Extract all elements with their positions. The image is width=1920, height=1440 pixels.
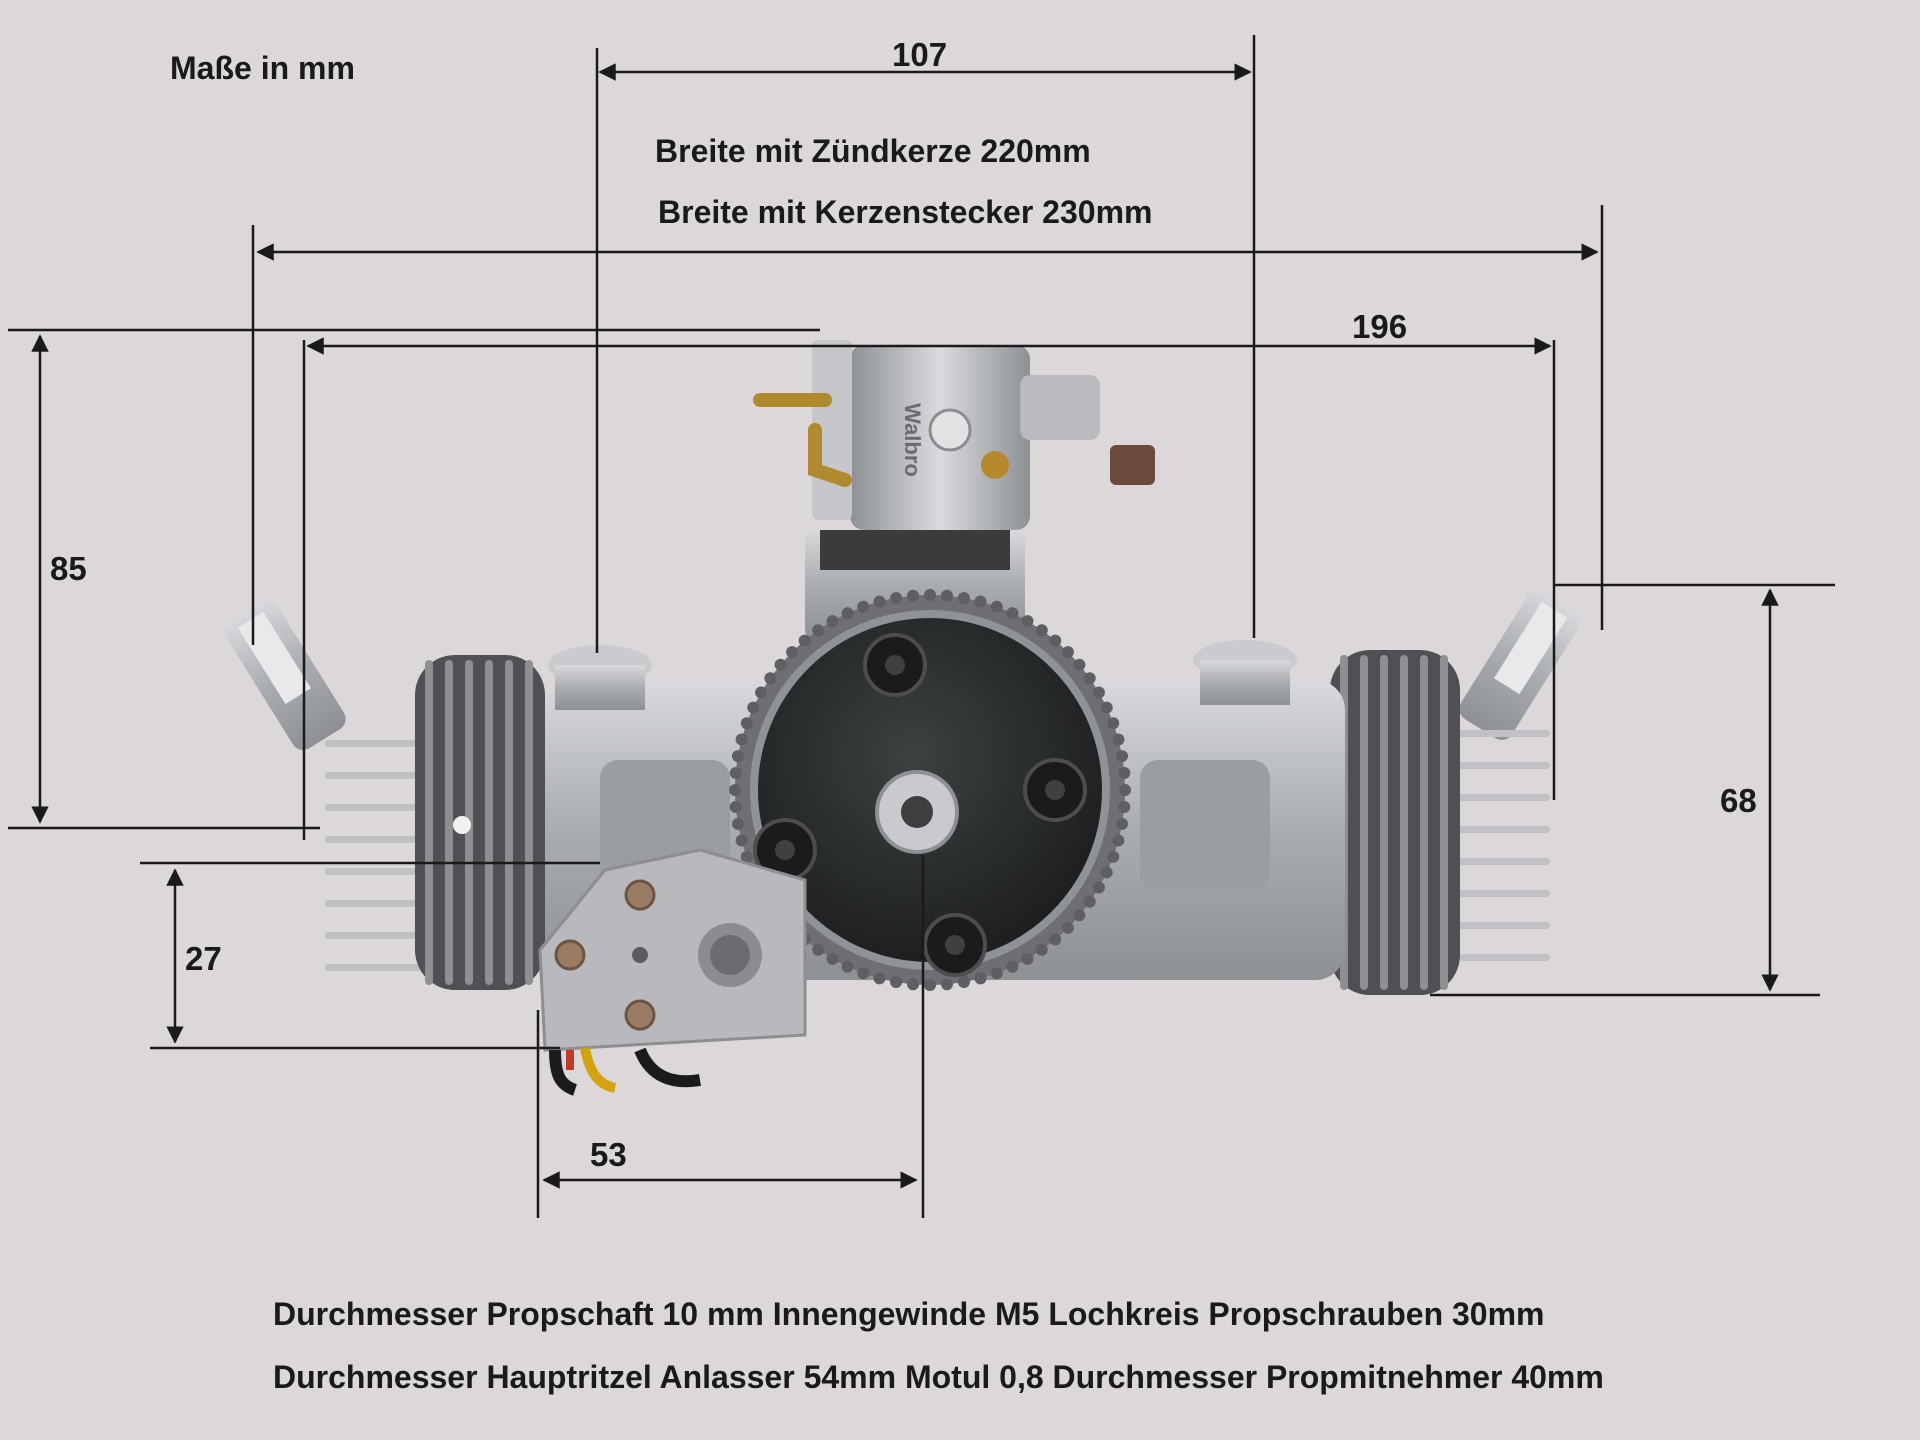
gear-tooth (747, 701, 760, 714)
right-cylinder-thin-fins (1440, 730, 1550, 961)
gear-tooth (1092, 686, 1105, 699)
gear-tooth (1021, 952, 1034, 965)
gear-tooth (1061, 921, 1074, 934)
gear-tooth (786, 646, 799, 659)
gear-tooth (729, 784, 741, 796)
left-cylinder-thin-fins (325, 740, 435, 971)
dimension-85: 85 (50, 550, 87, 587)
gear-tooth (990, 600, 1003, 613)
dimension-68: 68 (1720, 782, 1757, 819)
gear-tooth (924, 589, 936, 601)
gear-tooth (1049, 933, 1062, 946)
gear-tooth (990, 967, 1003, 980)
gear-tooth (957, 592, 970, 604)
gear-tooth (957, 976, 970, 988)
width-with-plug-cap: Breite mit Kerzenstecker 230mm (658, 194, 1153, 230)
engine-photo: Walbro (224, 340, 1581, 1096)
gear-tooth (1118, 767, 1131, 779)
gear-tooth (1083, 895, 1096, 908)
gear-tooth (890, 592, 903, 604)
gear-tooth (907, 978, 919, 991)
prop-hub-bolts (753, 633, 1087, 977)
spec-line-2: Durchmesser Hauptritzel Anlasser 54mm Mo… (273, 1359, 1604, 1395)
starter-bracket (538, 848, 807, 1052)
gear-tooth (1116, 817, 1128, 830)
dimension-53: 53 (590, 1136, 627, 1173)
gear-tooth (1116, 750, 1128, 763)
gear-tooth (732, 750, 744, 763)
gear-tooth (1100, 701, 1113, 714)
wires (549, 1046, 701, 1096)
gear-tooth (735, 733, 748, 746)
gear-tooth (732, 817, 744, 830)
gear-tooth (735, 834, 748, 847)
gear-tooth (812, 624, 825, 637)
gear-tooth (1107, 717, 1120, 730)
dimension-27: 27 (185, 940, 222, 977)
dimension-196: 196 (1352, 308, 1408, 345)
gear-tooth (826, 952, 839, 965)
gear-tooth (890, 976, 903, 988)
carburetor-brand-label: Walbro (900, 403, 925, 477)
gear-tooth (1021, 615, 1034, 628)
gear-tooth (1083, 672, 1096, 685)
gear-tooth (1112, 834, 1125, 847)
gear-tooth (857, 967, 870, 980)
gear-tooth (1119, 784, 1131, 796)
gear-tooth (1035, 624, 1048, 637)
gear-tooth (1035, 943, 1048, 956)
gear-tooth (974, 972, 987, 985)
gear-tooth (873, 595, 886, 608)
gear-tooth (755, 686, 768, 699)
gear-tooth (729, 801, 742, 813)
gear-tooth (740, 850, 753, 863)
gear-tooth (729, 767, 742, 779)
gear-tooth (1049, 634, 1062, 647)
gear-tooth (1107, 850, 1120, 863)
gear-tooth (873, 972, 886, 985)
gear-tooth (798, 634, 811, 647)
units-note: Maße in mm (170, 50, 355, 86)
spec-line-1: Durchmesser Propschaft 10 mm Innengewind… (273, 1296, 1545, 1332)
left-spark-plug (224, 600, 346, 750)
gear-tooth (740, 717, 753, 730)
dimension-107: 107 (892, 36, 948, 73)
gear-tooth (1092, 881, 1105, 894)
right-cylinder-head (1330, 650, 1460, 995)
gear-tooth (826, 615, 839, 628)
gear-tooth (1100, 866, 1113, 879)
gear-tooth (907, 589, 919, 602)
gear-tooth (974, 595, 987, 608)
dimension-lines (8, 35, 1835, 1218)
gear-tooth (1112, 733, 1125, 746)
gear-tooth (774, 658, 787, 671)
gear-tooth (1118, 801, 1131, 813)
gear-tooth (841, 607, 854, 620)
right-spark-plug (1459, 590, 1581, 740)
left-cylinder-head (415, 655, 545, 990)
gear-tooth (941, 589, 953, 602)
gear-tooth (1061, 646, 1074, 659)
gear-tooth (1073, 658, 1086, 671)
carburetor: Walbro (753, 340, 1155, 640)
gear-tooth (941, 978, 953, 991)
gear-tooth (764, 672, 777, 685)
gear-tooth (841, 960, 854, 973)
gear-tooth (1006, 960, 1019, 973)
gear-tooth (812, 943, 825, 956)
width-with-spark-plug: Breite mit Zündkerze 220mm (655, 133, 1091, 169)
gear-tooth (1006, 607, 1019, 620)
gear-tooth (1073, 909, 1086, 922)
gear-tooth (924, 979, 936, 991)
gear-tooth (857, 600, 870, 613)
